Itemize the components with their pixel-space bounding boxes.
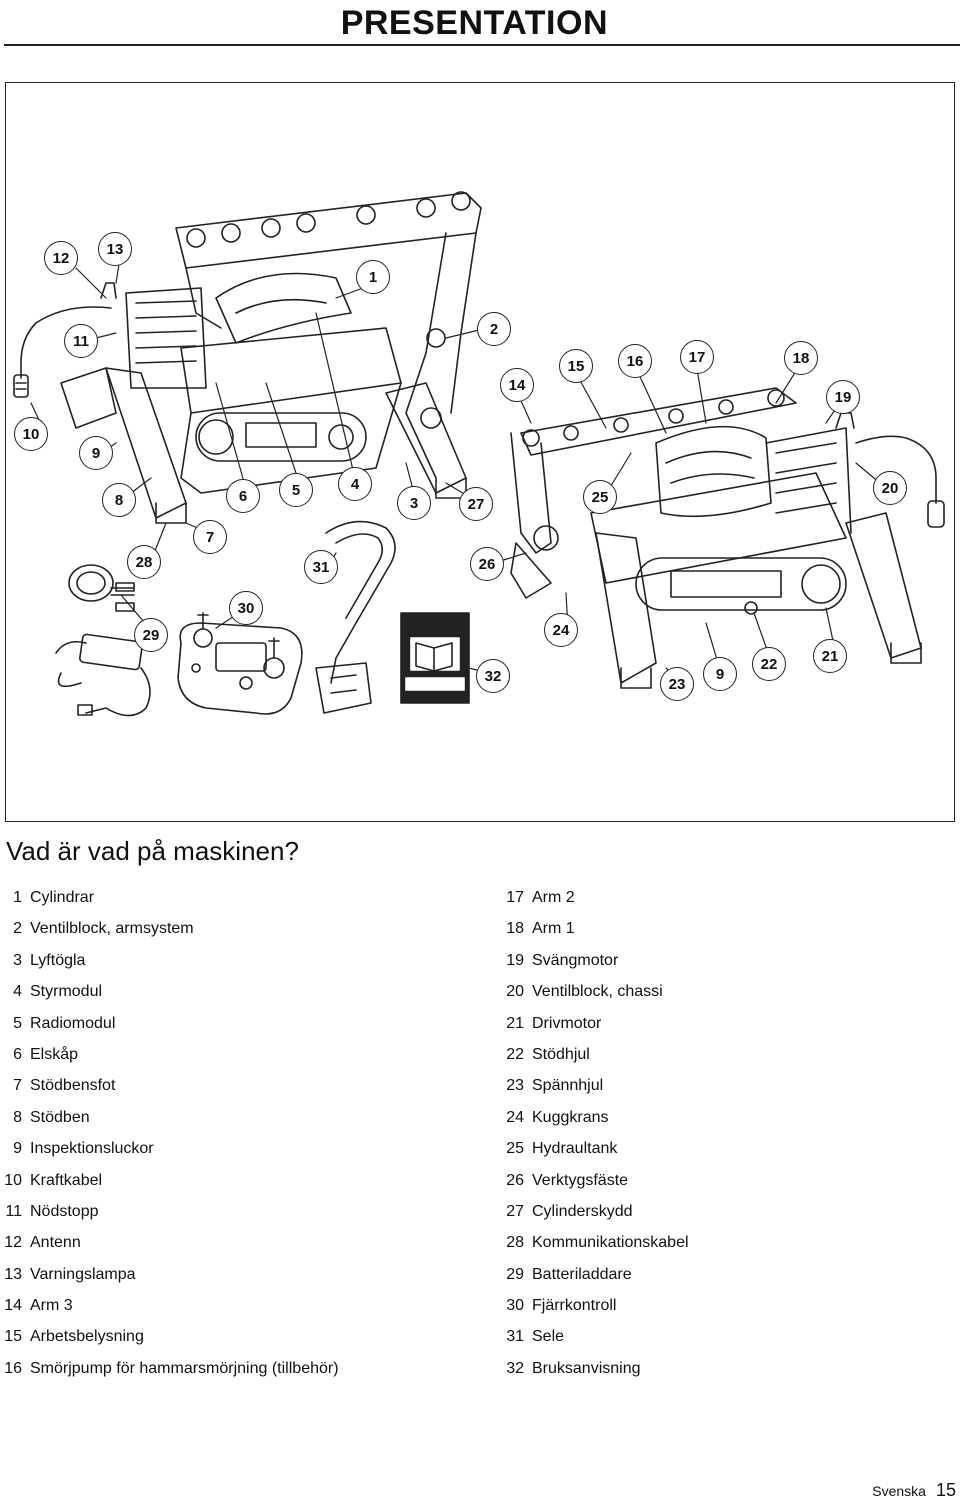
callout-2: 2 xyxy=(477,312,511,346)
callout-13: 13 xyxy=(98,232,132,266)
callout-5: 5 xyxy=(279,473,313,507)
page-number: 15 xyxy=(935,1480,956,1500)
page-title: PRESENTATION xyxy=(340,4,608,42)
footer-language: Svenska xyxy=(872,1483,926,1499)
callout-25: 25 xyxy=(583,480,617,514)
accessories-drawing xyxy=(55,520,470,717)
header-rule xyxy=(4,44,960,46)
callout-9: 9 xyxy=(79,436,113,470)
callout-10: 10 xyxy=(14,417,48,451)
callout-20: 20 xyxy=(873,471,907,505)
callout-7: 7 xyxy=(193,520,227,554)
machine-illustration: 12 13 1 11 2 14 15 16 17 18 19 10 9 8 6 … xyxy=(5,82,955,822)
page-footer: Svenska 15 xyxy=(872,1480,956,1501)
callout-14: 14 xyxy=(500,368,534,402)
callout-1: 1 xyxy=(356,260,390,294)
page-header: PRESENTATION xyxy=(0,0,960,46)
callout-15: 15 xyxy=(559,349,593,383)
callout-27: 27 xyxy=(459,487,493,521)
machine-line-drawing xyxy=(13,191,945,717)
callout-22: 22 xyxy=(752,647,786,681)
left-machine-drawing xyxy=(13,191,482,524)
callout-28: 28 xyxy=(127,545,161,579)
callout-19: 19 xyxy=(826,380,860,414)
callout-24: 24 xyxy=(544,613,578,647)
callout-26: 26 xyxy=(470,547,504,581)
callout-21: 21 xyxy=(813,639,847,673)
callout-29: 29 xyxy=(134,618,168,652)
callout-8: 8 xyxy=(102,483,136,517)
callout-31: 31 xyxy=(304,550,338,584)
callout-23: 23 xyxy=(660,667,694,701)
callout-32: 32 xyxy=(476,659,510,693)
callout-9b: 9 xyxy=(703,657,737,691)
callout-11: 11 xyxy=(64,324,98,358)
callout-3: 3 xyxy=(397,486,431,520)
callout-16: 16 xyxy=(618,344,652,378)
callout-12: 12 xyxy=(44,241,78,275)
section-title: Vad är vad på maskinen? xyxy=(6,836,299,866)
callout-30: 30 xyxy=(229,591,263,625)
callout-17: 17 xyxy=(680,340,714,374)
callout-4: 4 xyxy=(338,467,372,501)
callout-18: 18 xyxy=(784,341,818,375)
callout-6: 6 xyxy=(226,479,260,513)
right-machine-drawing xyxy=(510,387,945,689)
